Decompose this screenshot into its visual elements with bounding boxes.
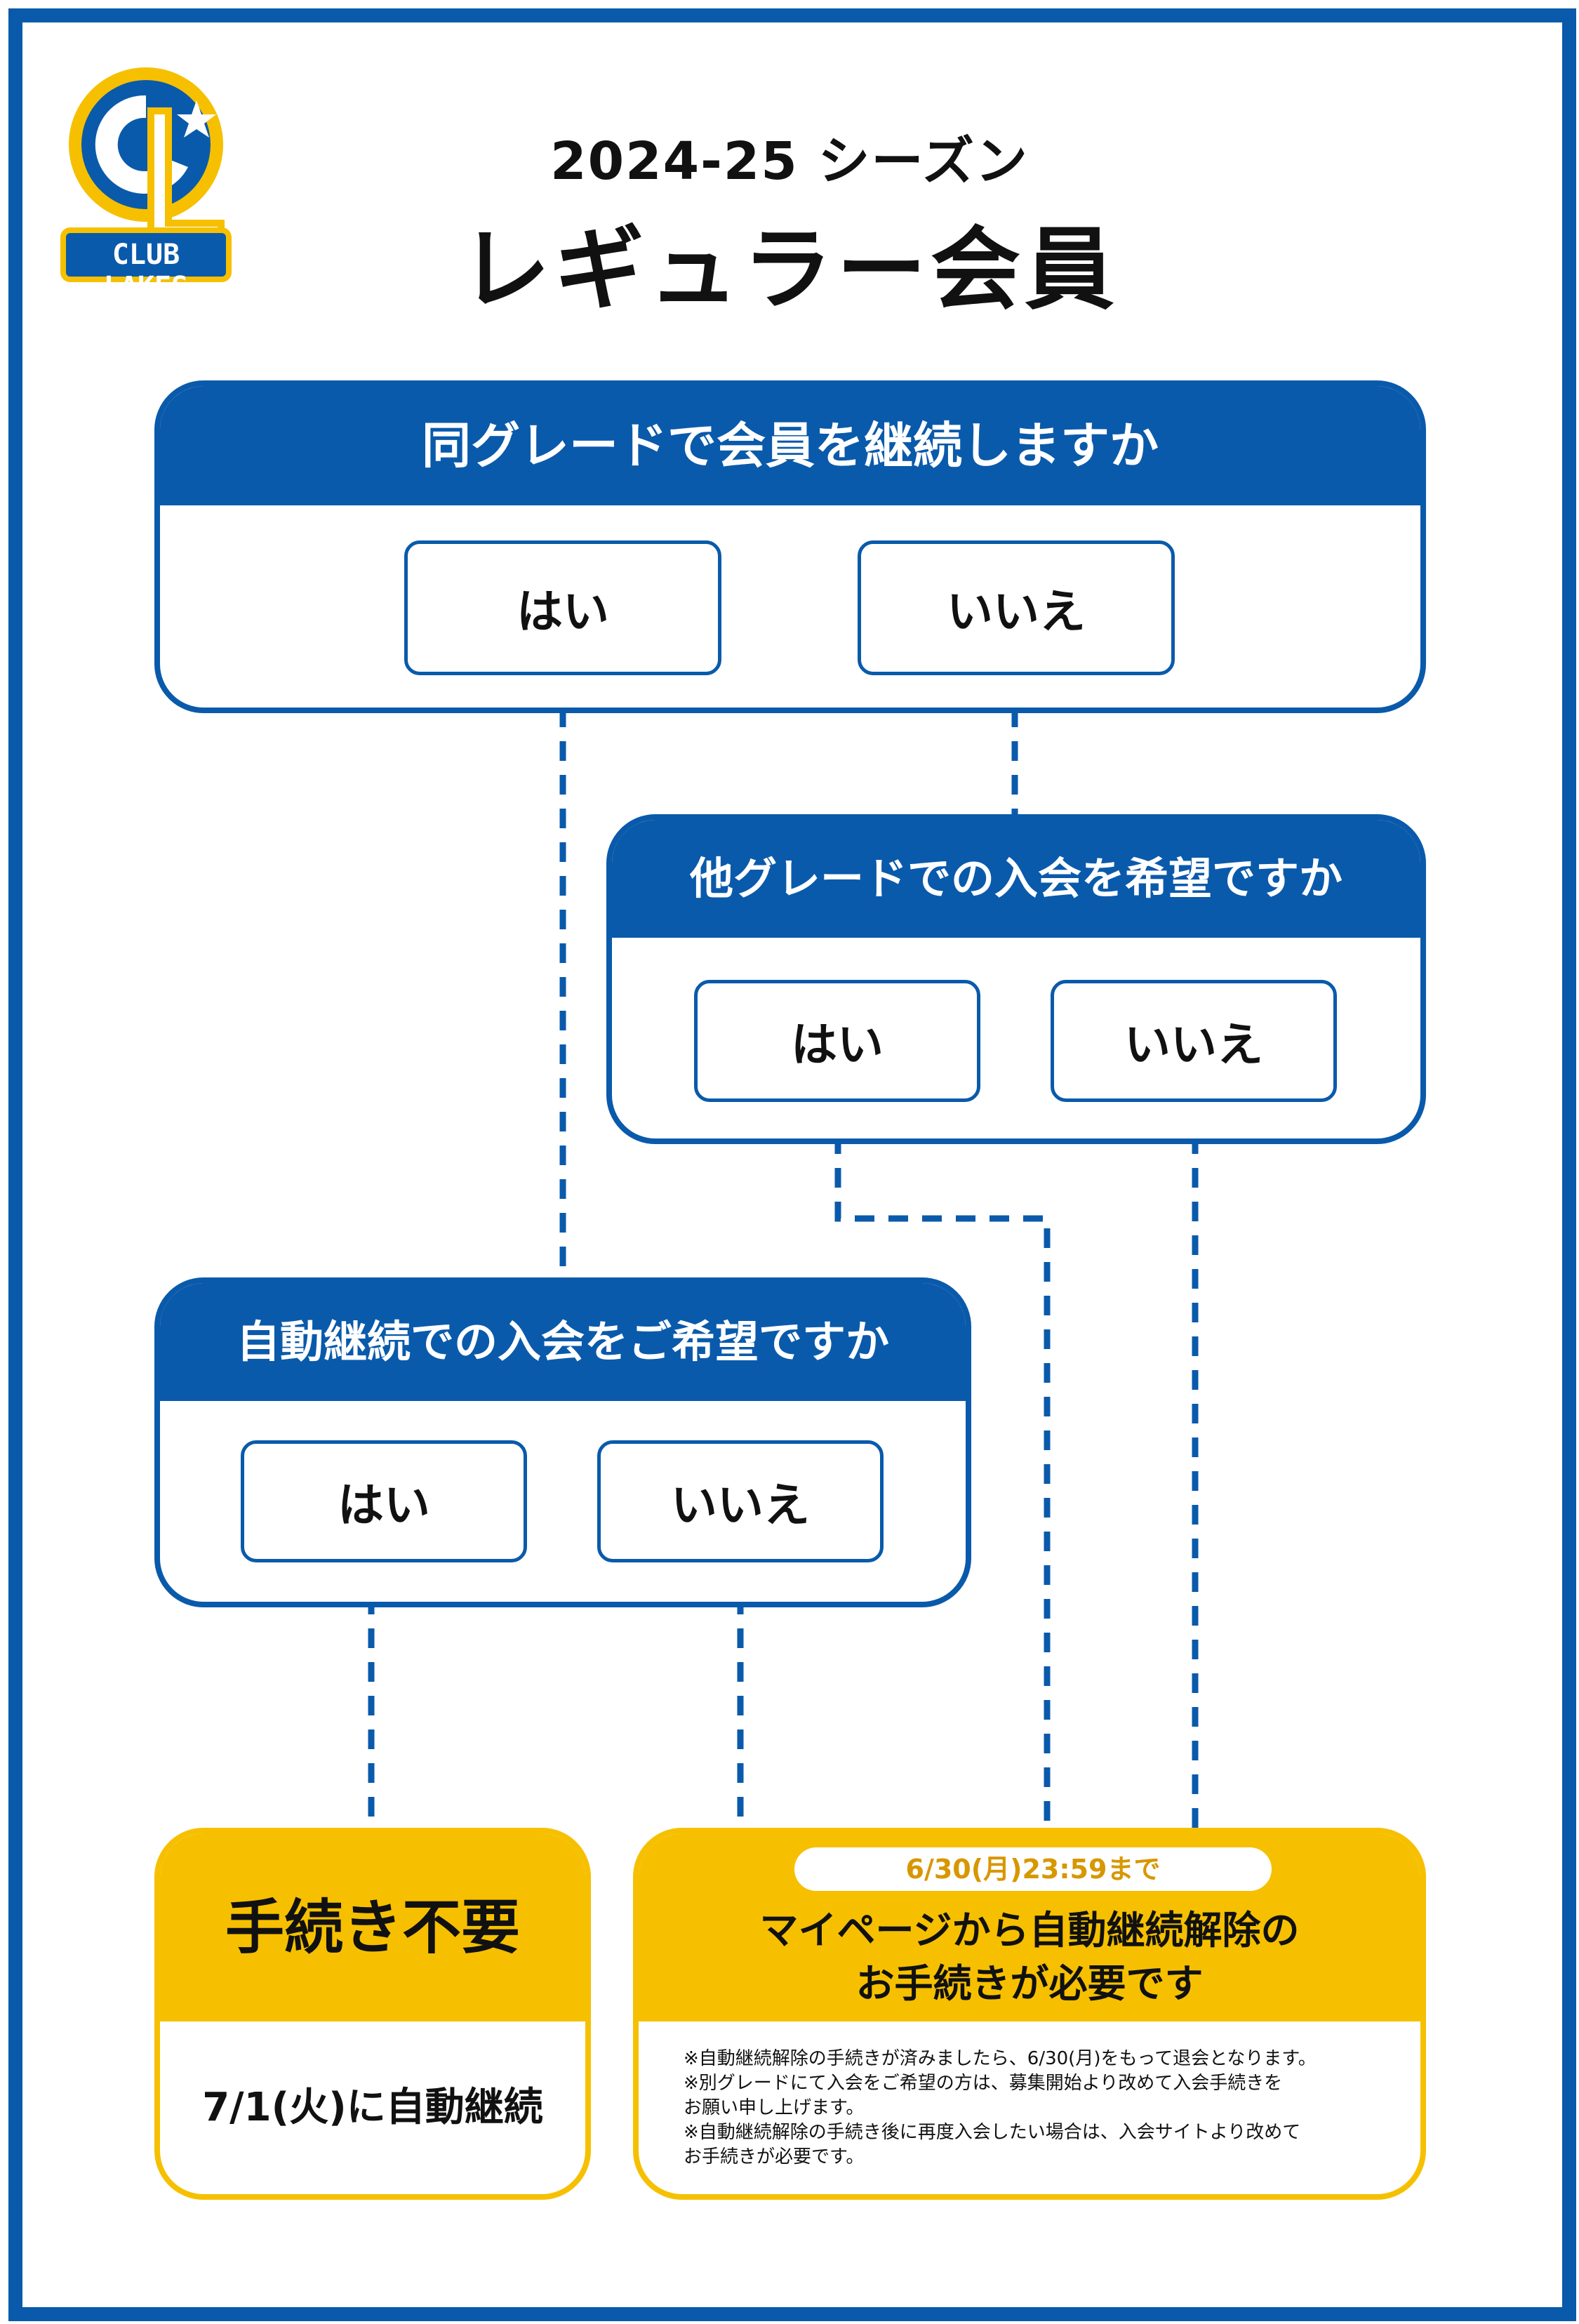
- note-line: ※別グレードにて入会をご希望の方は、募集開始より改めて入会手続きを: [684, 2073, 1283, 2094]
- q2-yes-button[interactable]: はい: [694, 980, 980, 1102]
- logo-text: CLUB LAKES: [103, 239, 189, 303]
- question-2-heading: 他グレードでの入会を希望ですか: [612, 820, 1420, 938]
- result-1-detail: 7/1(火)に自動継続: [202, 2085, 543, 2130]
- result-box-no-action: 手続き不要 7/1(火)に自動継続: [154, 1828, 591, 2200]
- question-1-heading: 同グレードで会員を継続しますか: [160, 386, 1420, 505]
- question-box-1: 同グレードで会員を継続しますか: [154, 380, 1426, 713]
- deadline-badge: 6/30(月)23:59まで: [794, 1847, 1272, 1891]
- question-3-heading: 自動継続での入会をご希望ですか: [160, 1283, 966, 1401]
- season-label: 2024-25 シーズン: [550, 131, 1029, 192]
- q3-yes-button[interactable]: はい: [241, 1440, 527, 1562]
- page-title: レギュラー会員: [460, 218, 1119, 322]
- result-2-title-line1: マイページから自動継続解除の: [759, 1908, 1300, 1953]
- q1-yes-button[interactable]: はい: [404, 540, 721, 675]
- note-line: ※自動継続解除の手続きが済みましたら、6/30(月)をもって退会となります。: [684, 2048, 1317, 2069]
- result-2-notes: ※自動継続解除の手続きが済みましたら、6/30(月)をもって退会となります。 ※…: [639, 2021, 1420, 2170]
- note-line: お願い申し上げます。: [684, 2097, 865, 2118]
- note-line: ※自動継続解除の手続き後に再度入会したい場合は、入会サイトより改めて: [684, 2122, 1301, 2143]
- result-1-heading: 手続き不要: [160, 1833, 585, 2021]
- note-line: お手続きが必要です。: [684, 2146, 865, 2167]
- result-box-cancel: 6/30(月)23:59まで マイページから自動継続解除の お手続きが必要です …: [633, 1828, 1426, 2200]
- result-2-heading: 6/30(月)23:59まで マイページから自動継続解除の お手続きが必要です: [639, 1833, 1420, 2021]
- q3-no-button[interactable]: いいえ: [597, 1440, 884, 1562]
- page-border: [8, 8, 1576, 2321]
- club-lakes-logo-icon: CLUB LAKES: [56, 62, 236, 303]
- q2-no-button[interactable]: いいえ: [1051, 980, 1337, 1102]
- result-2-title-line2: お手続きが必要です: [855, 1961, 1204, 2006]
- q1-no-button[interactable]: いいえ: [858, 540, 1175, 675]
